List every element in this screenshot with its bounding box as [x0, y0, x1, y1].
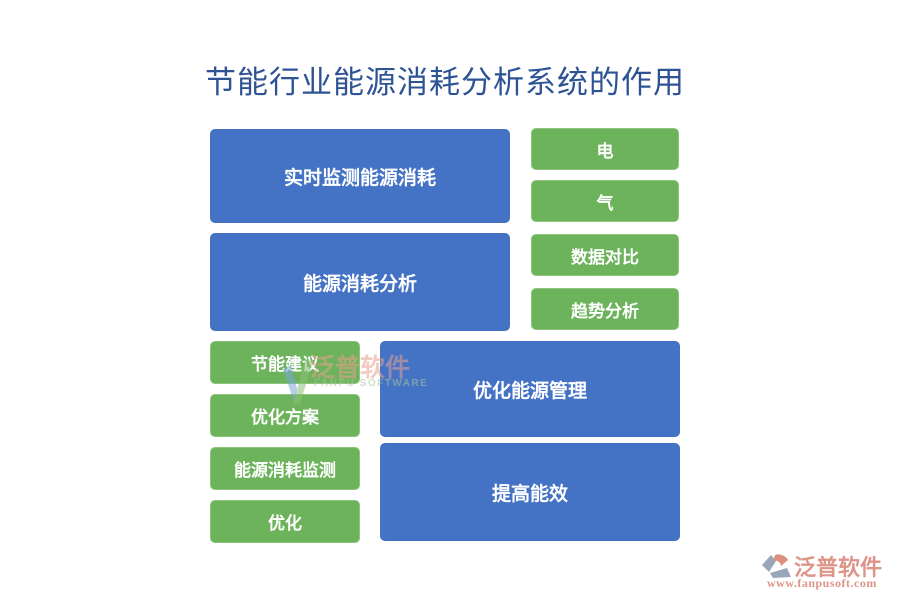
box-realtime-monitoring: 实时监测能源消耗 [210, 129, 510, 223]
fanpu-logo-icon [762, 553, 792, 584]
box-data-comparison: 数据对比 [531, 234, 679, 276]
box-optimization-plan: 优化方案 [210, 394, 360, 437]
box-electricity: 电 [531, 128, 679, 170]
box-trend-analysis: 趋势分析 [531, 288, 679, 330]
box-gas: 气 [531, 180, 679, 222]
footer-url-text: www.fanpusoft.com [767, 576, 877, 590]
box-consumption-monitor: 能源消耗监测 [210, 447, 360, 490]
footer-brand-text: 泛普软件 [794, 555, 883, 580]
box-optimize-management: 优化能源管理 [380, 341, 680, 437]
footer-brand: 泛普软件 www.fanpusoft.com [762, 550, 894, 594]
box-optimize: 优化 [210, 500, 360, 543]
page-title: 节能行业能源消耗分析系统的作用 [205, 65, 685, 100]
box-improve-efficiency: 提高能效 [380, 443, 680, 541]
box-saving-suggestion: 节能建议 [210, 341, 360, 384]
box-energy-analysis: 能源消耗分析 [210, 233, 510, 331]
